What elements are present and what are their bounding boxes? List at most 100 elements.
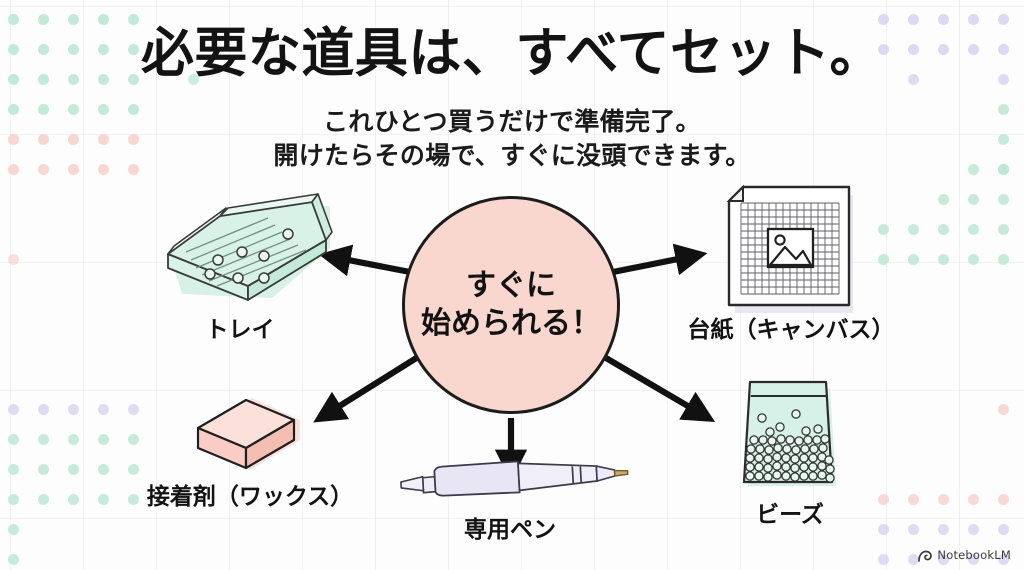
- decorative-dot: [8, 164, 19, 175]
- subtitle-line-2: 開けたらその場で、すぐに没頭できます。: [273, 141, 751, 170]
- decorative-dot: [98, 74, 109, 85]
- decorative-dot: [998, 224, 1009, 235]
- decorative-dot: [128, 494, 139, 505]
- decorative-dot: [128, 44, 139, 55]
- decorative-dot: [38, 44, 49, 55]
- decorative-dot: [998, 554, 1009, 565]
- decorative-dot: [98, 104, 109, 115]
- decorative-dot: [98, 14, 109, 25]
- decorative-dot: [908, 524, 919, 535]
- decorative-dot: [878, 44, 889, 55]
- arrow-to-beads: [604, 355, 716, 423]
- decorative-dot: [38, 134, 49, 145]
- decorative-dot: [38, 74, 49, 85]
- decorative-dot: [878, 554, 889, 565]
- decorative-dot: [98, 134, 109, 145]
- decorative-dot: [68, 464, 79, 475]
- decorative-dot: [128, 14, 139, 25]
- arrow-to-canvas: [612, 243, 708, 276]
- decorative-dot: [128, 404, 139, 415]
- picture-placeholder-icon: [766, 227, 815, 269]
- decorative-dot: [998, 14, 1009, 25]
- decorative-dot: [98, 164, 109, 175]
- decorative-dot: [968, 194, 979, 205]
- decorative-dot: [8, 494, 19, 505]
- decorative-dot: [98, 494, 109, 505]
- decorative-dot: [38, 464, 49, 475]
- decorative-dot: [8, 254, 19, 265]
- decorative-dot: [998, 254, 1009, 265]
- decorative-dot: [938, 524, 949, 535]
- decorative-dot: [98, 464, 109, 475]
- decorative-dot: [998, 164, 1009, 175]
- decorative-dot: [938, 44, 949, 55]
- subtitle-line-1: これひとつ買うだけで準備完了。: [323, 107, 701, 136]
- decorative-dot: [968, 224, 979, 235]
- decorative-dot: [908, 74, 919, 85]
- decorative-dot: [68, 14, 79, 25]
- decorative-dot: [878, 254, 889, 265]
- arrow-to-tray: [318, 244, 411, 277]
- decorative-dot: [38, 164, 49, 175]
- item-label-wax: 接着剤（ワックス）: [146, 484, 354, 510]
- decorative-dot: [38, 404, 49, 415]
- decorative-dot: [68, 104, 79, 115]
- decorative-dot: [68, 74, 79, 85]
- decorative-dot: [8, 14, 19, 25]
- decorative-dot: [968, 554, 979, 565]
- decorative-dot: [98, 434, 109, 445]
- decorative-dot: [8, 434, 19, 445]
- decorative-dot: [68, 44, 79, 55]
- item-label-pen: 専用ペン: [464, 517, 556, 543]
- arrow-to-wax: [313, 354, 420, 423]
- decorative-dot: [908, 14, 919, 25]
- decorative-dot: [938, 224, 949, 235]
- decorative-dot: [68, 494, 79, 505]
- decorative-dot: [68, 404, 79, 415]
- decorative-dot: [128, 434, 139, 445]
- decorative-dot: [968, 164, 979, 175]
- decorative-dot: [98, 404, 109, 415]
- decorative-dot: [8, 104, 19, 115]
- hub-text-line-2: 始められる！: [421, 306, 601, 341]
- decorative-dot: [938, 14, 949, 25]
- decorative-dot: [968, 524, 979, 535]
- decorative-dot: [878, 494, 889, 505]
- decorative-dot: [998, 104, 1009, 115]
- decorative-dot: [998, 404, 1009, 415]
- decorative-dot: [908, 494, 919, 505]
- item-label-beads: ビーズ: [756, 502, 824, 528]
- watermark-label: NotebookLM: [937, 548, 1011, 562]
- decorative-dot: [878, 524, 889, 535]
- decorative-dot: [878, 14, 889, 25]
- decorative-dot: [998, 524, 1009, 535]
- decorative-dot: [188, 74, 199, 85]
- decorative-dot: [908, 554, 919, 565]
- item-label-tray: トレイ: [205, 317, 275, 343]
- decorative-dot: [128, 74, 139, 85]
- decorative-dot: [8, 404, 19, 415]
- decorative-dot: [908, 254, 919, 265]
- decorative-dot: [8, 464, 19, 475]
- page-title: 必要な道具は、すべてセット。: [140, 23, 884, 84]
- decorative-dot: [938, 194, 949, 205]
- decorative-dot: [8, 134, 19, 145]
- decorative-dot: [908, 224, 919, 235]
- decorative-dot: [938, 554, 949, 565]
- decorative-dot: [968, 44, 979, 55]
- decorative-dot: [998, 74, 1009, 85]
- decorative-dot: [908, 44, 919, 55]
- decorative-dot: [938, 254, 949, 265]
- decorative-dot: [968, 14, 979, 25]
- decorative-dot: [998, 494, 1009, 505]
- decorative-dot: [38, 494, 49, 505]
